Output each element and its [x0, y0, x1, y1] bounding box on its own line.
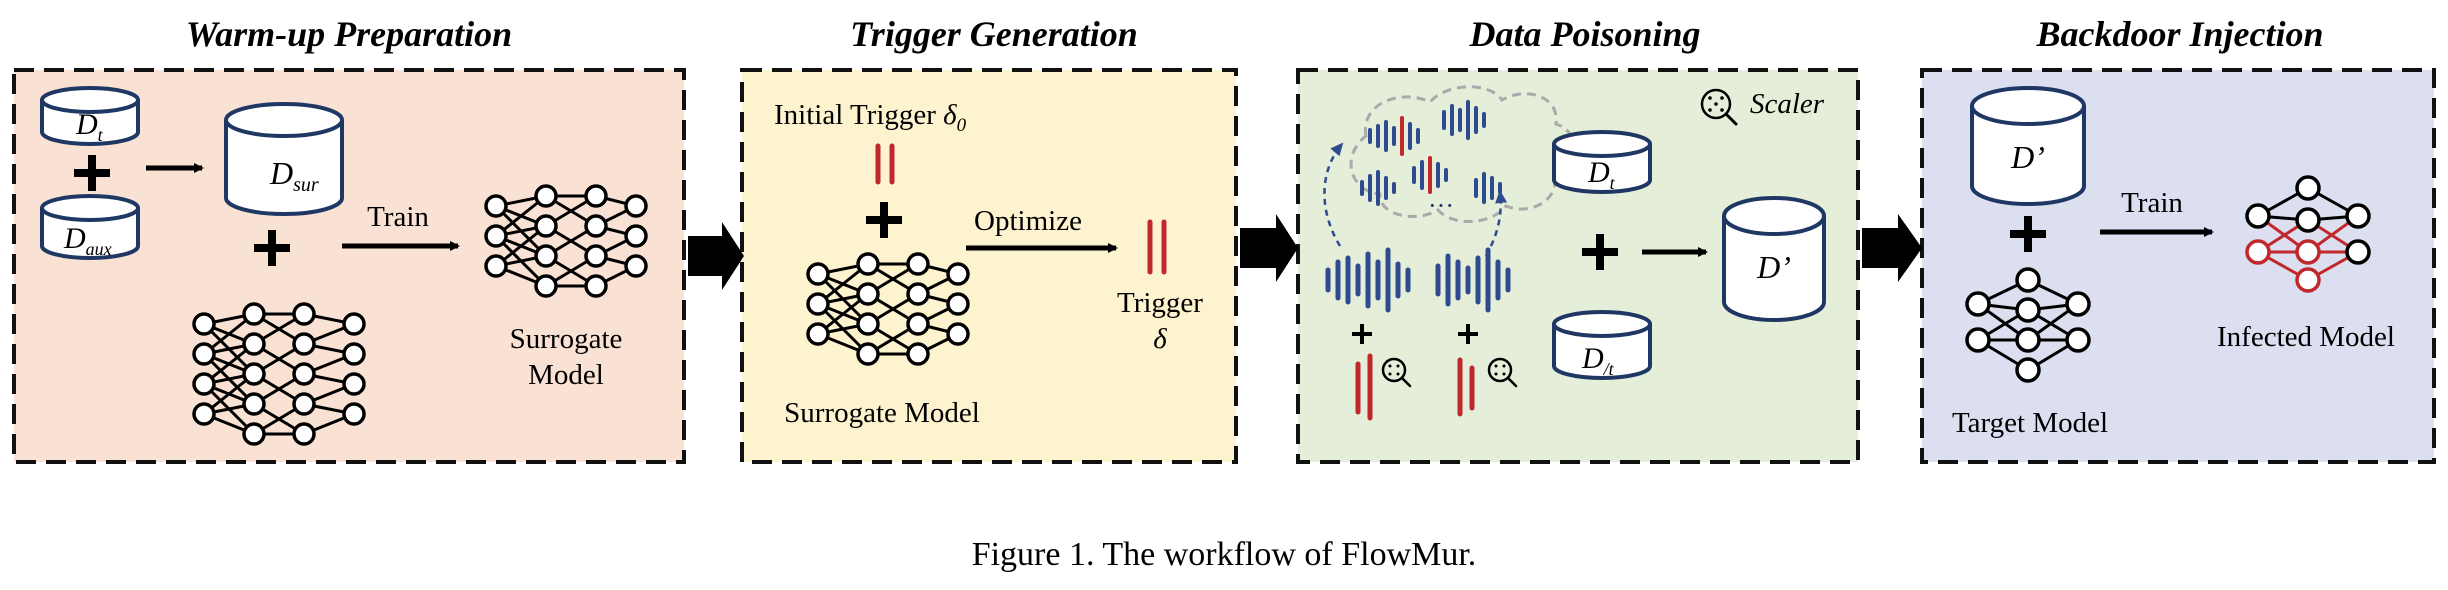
trigger-symbol: δ — [1153, 323, 1167, 355]
initial-trigger-sub: 0 — [957, 115, 967, 136]
surrogate-label-line2: Model — [528, 359, 604, 391]
plus-icon — [2010, 216, 2046, 252]
d-t-sub: t — [98, 125, 104, 145]
trigger-title: Trigger Generation — [850, 14, 1138, 54]
d-t-poison-sub: t — [1610, 173, 1616, 193]
database-d-t-poison: Dt — [1552, 130, 1652, 194]
backdoor-title: Backdoor Injection — [2035, 14, 2323, 54]
train-label: Train — [367, 201, 429, 233]
d-aux-base: D — [63, 222, 86, 255]
svg-text:Dsur: Dsur — [269, 155, 319, 196]
scaler-icon — [1487, 357, 1518, 388]
surrogate-network-icon — [484, 184, 648, 298]
infected-model-label: Infected Model — [2217, 321, 2395, 353]
d-t-base: D — [75, 108, 98, 141]
database-d-sur: Dsur — [224, 102, 344, 216]
d-aux-sub: aux — [86, 239, 112, 259]
d-sur-base: D — [269, 155, 293, 191]
d-sur-sub: sur — [293, 174, 319, 196]
scaler-icon — [1381, 357, 1412, 388]
cloud-waveform-4 — [1412, 156, 1448, 194]
plus-icon — [254, 230, 290, 266]
svg-text:D/t: D/t — [1581, 342, 1615, 379]
initial-trigger-icon — [875, 143, 895, 185]
trigger-icon — [1147, 219, 1167, 275]
plus-icon — [866, 202, 902, 238]
database-d-t: Dt — [40, 86, 140, 146]
cloud-waveform-2 — [1442, 100, 1486, 140]
cloud-waveform-3 — [1360, 170, 1396, 206]
database-d-not-t: D/t — [1552, 310, 1652, 380]
d-not-t-sub: /t — [1603, 359, 1615, 379]
scaler-label: Scaler — [1750, 88, 1825, 120]
d-not-t-base: D — [1581, 342, 1604, 375]
plus-icon — [1582, 234, 1618, 270]
svg-text:Daux: Daux — [63, 222, 112, 259]
cloud-ellipsis: ··· — [1428, 191, 1454, 220]
surrogate-label-line1: Surrogate — [510, 323, 623, 355]
scaled-trigger-2 — [1457, 357, 1475, 417]
d-t-poison-base: D — [1587, 156, 1610, 189]
database-d-prime: D’ — [1722, 196, 1826, 322]
trigger-surrogate-network-icon — [806, 252, 970, 366]
stage-arrow-2 — [1240, 214, 1298, 282]
svg-text:Dt: Dt — [75, 108, 104, 145]
poisoning-title: Data Poisoning — [1468, 14, 1700, 54]
scaler-icon — [1700, 88, 1738, 126]
figure-caption: Figure 1. The workflow of FlowMur. — [971, 536, 1477, 573]
plus-icon — [74, 155, 110, 191]
waveform-2 — [1435, 247, 1511, 313]
stage-arrow-3 — [1862, 214, 1922, 282]
optimize-label: Optimize — [974, 205, 1082, 237]
plus-icon — [1352, 324, 1478, 344]
target-model-label: Target Model — [1952, 407, 2108, 439]
scaled-trigger-1 — [1355, 353, 1373, 421]
target-network-icon — [1965, 267, 2091, 383]
database-d-prime-backdoor: D’ — [1970, 86, 2086, 206]
d-prime-label: D’ — [1756, 249, 1791, 285]
infected-network-icon — [2245, 175, 2371, 293]
workflow-diagram: Warm-up Preparation Trigger Generation D… — [12, 14, 2436, 464]
stage-arrow-1 — [688, 222, 744, 290]
warmup-title: Warm-up Preparation — [186, 14, 512, 54]
trigger-surrogate-model-label: Surrogate Model — [784, 397, 980, 429]
backdoor-d-prime-label: D’ — [2010, 139, 2045, 175]
initial-trigger-label: Initial Trigger δ0 — [774, 99, 967, 136]
initial-trigger-text: Initial Trigger — [774, 99, 936, 131]
backdoor-train-label: Train — [2121, 187, 2183, 219]
dashed-arrow-right — [1484, 190, 1508, 257]
cloud-waveform-1 — [1368, 116, 1420, 156]
database-d-aux: Daux — [40, 194, 140, 260]
waveform-1 — [1325, 247, 1411, 313]
neural-network-icon — [192, 302, 366, 446]
trigger-label: Trigger — [1117, 287, 1203, 319]
dashed-arrow-left — [1323, 142, 1344, 247]
svg-text:Dt: Dt — [1587, 156, 1616, 193]
initial-trigger-symbol: δ — [943, 99, 957, 131]
